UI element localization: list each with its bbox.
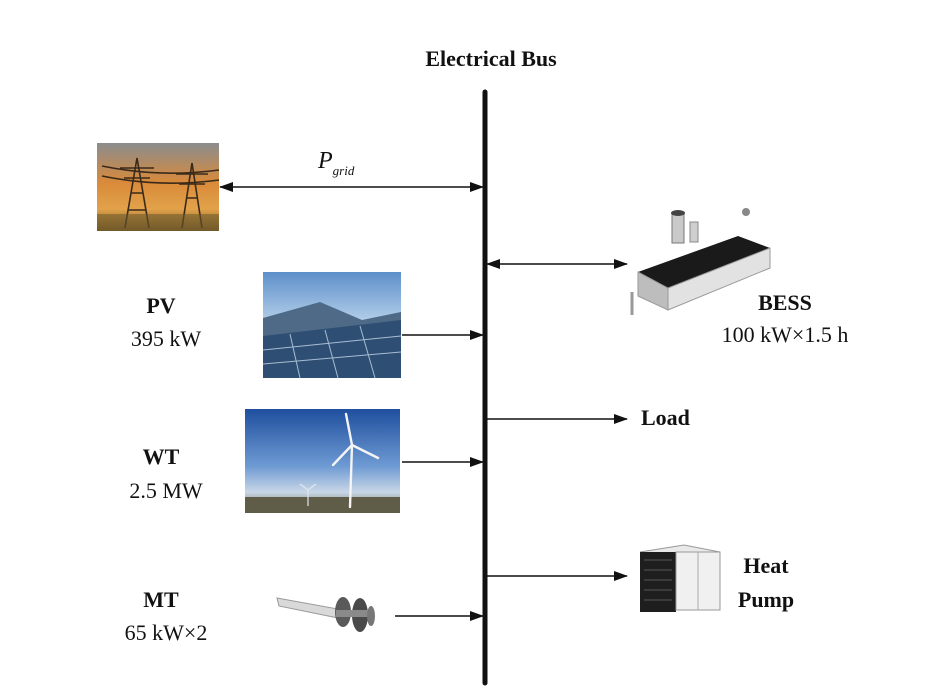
wt-rating: 2.5 MW — [129, 478, 203, 503]
heat-pump-label-line1: Heat — [743, 553, 789, 578]
wind-turbine-photo — [245, 409, 400, 513]
power-transmission-tower-photo — [97, 143, 220, 231]
heat-pump-unit-photo — [639, 544, 721, 612]
mt-rating: 65 kW×2 — [124, 620, 208, 645]
solar-panel-photo — [262, 272, 402, 379]
bess-rating: 100 kW×1.5 h — [721, 322, 849, 347]
micro-turbine-photo — [276, 597, 375, 632]
wt-name: WT — [142, 444, 180, 469]
pv-rating: 395 kW — [130, 326, 202, 351]
grid-power-flow-label: Pgrid — [318, 148, 378, 178]
bess-name: BESS — [758, 290, 812, 315]
grid-power-subscript: grid — [332, 163, 355, 178]
pv-name: PV — [146, 293, 176, 318]
grid-power-symbol: P — [318, 148, 333, 174]
heat-pump-label-line2: Pump — [737, 587, 795, 612]
mt-name: MT — [143, 587, 179, 612]
load-label: Load — [641, 405, 690, 430]
battery-storage-photo — [630, 208, 771, 315]
diagram-title: Electrical Bus — [425, 46, 557, 71]
